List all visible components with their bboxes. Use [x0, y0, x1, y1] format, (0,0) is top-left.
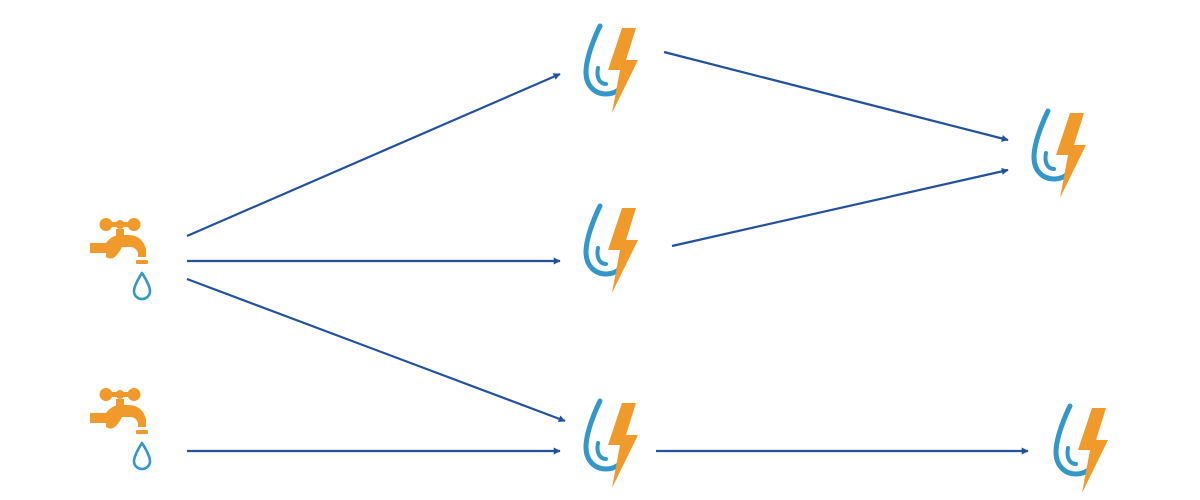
arrow-tap-1-to-hydro-1	[186, 72, 561, 238]
faucet-icon	[90, 218, 152, 301]
water-energy-icon	[583, 23, 638, 113]
water-energy-icon	[583, 398, 638, 488]
nodes	[90, 23, 1108, 493]
arrow-tap-1-to-hydro-3	[186, 277, 566, 423]
water-energy-icon	[1031, 108, 1086, 198]
edges	[186, 50, 1029, 455]
arrow-hydro-2-to-hydro-4	[671, 167, 1009, 248]
arrow-hydro-1-to-hydro-4	[663, 50, 1009, 142]
faucet-icon	[90, 388, 152, 471]
water-energy-icon	[1053, 403, 1108, 493]
water-energy-icon	[583, 203, 638, 293]
